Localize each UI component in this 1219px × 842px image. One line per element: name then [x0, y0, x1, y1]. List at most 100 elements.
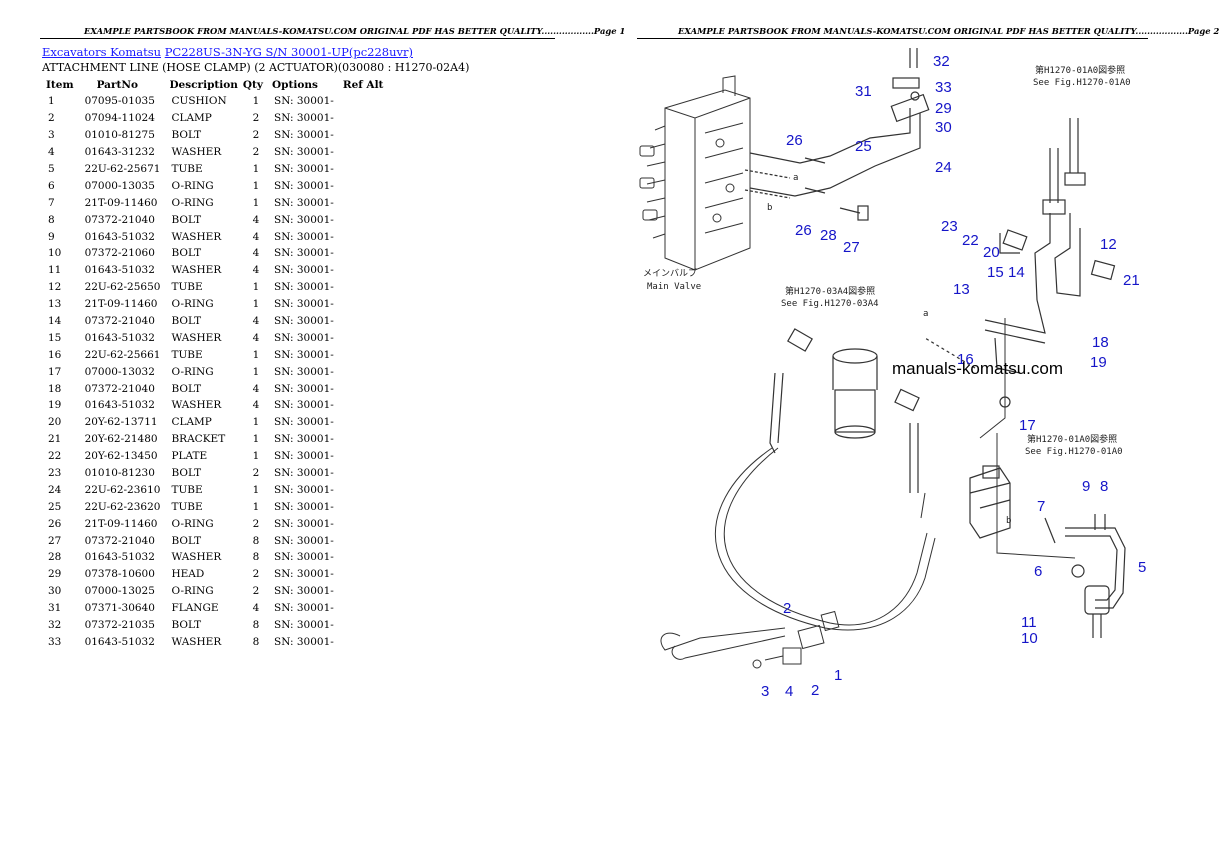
breadcrumb-link-category[interactable]: Excavators Komatsu — [42, 45, 162, 59]
cell-qty: 8 — [252, 534, 260, 547]
cell-item: 33 — [48, 635, 62, 648]
cell-item: 24 — [48, 483, 62, 496]
cell-partno: 20Y-62-21480 — [84, 433, 158, 446]
col-ref-alt: Ref Alt — [342, 79, 384, 91]
cell-item: 11 — [48, 264, 62, 277]
cell-partno: 07094-11024 — [84, 112, 155, 125]
watermark: manuals-komatsu.com — [892, 359, 1064, 378]
callout-7: 7 — [1037, 498, 1045, 515]
cell-ref-alt — [339, 515, 389, 532]
cell-qty: 1 — [252, 298, 260, 311]
cell-partno: 07372-21040 — [84, 382, 155, 395]
cell-ref-alt — [339, 566, 389, 583]
cell-partno: 01643-31232 — [84, 146, 155, 159]
cell-options: SN: 30001- — [274, 467, 334, 480]
cell-partno: 20Y-62-13711 — [84, 416, 158, 429]
cell-description: O-RING — [171, 365, 214, 378]
cell-item: 14 — [48, 315, 62, 328]
cell-options: SN: 30001- — [274, 331, 334, 344]
cell-options: SN: 30001- — [274, 247, 334, 260]
cell-qty: 1 — [252, 163, 260, 175]
cell-qty: 1 — [252, 416, 260, 429]
cell-options: SN: 30001- — [274, 163, 334, 175]
cell-options: SN: 30001- — [274, 483, 334, 496]
cell-description: BOLT — [171, 467, 202, 480]
callout-8: 8 — [1100, 478, 1108, 495]
cell-item: 6 — [48, 179, 55, 192]
callout-2a: 2 — [783, 600, 791, 617]
callout-13: 13 — [953, 281, 970, 298]
cell-description: WASHER — [171, 264, 222, 277]
cell-qty: 1 — [252, 179, 260, 192]
cell-ref-alt — [339, 617, 389, 634]
callout-32: 32 — [933, 53, 950, 70]
cell-ref-alt — [339, 211, 389, 228]
callout-15: 15 — [987, 264, 1004, 281]
cell-ref-alt — [339, 363, 389, 380]
cell-description: TUBE — [171, 483, 203, 496]
cell-description: O-RING — [171, 179, 214, 192]
cell-options: SN: 30001- — [274, 450, 334, 463]
cell-qty: 2 — [252, 112, 260, 125]
cell-partno: 21T-09-11460 — [84, 196, 158, 209]
callout-6: 6 — [1034, 563, 1042, 580]
cell-item: 2 — [48, 112, 55, 125]
callout-21: 21 — [1123, 272, 1140, 289]
letter-b-2: b — [1006, 516, 1011, 526]
callout-24: 24 — [935, 159, 952, 176]
cell-partno: 01643-51032 — [84, 230, 155, 243]
col-qty: Qty — [242, 79, 263, 91]
cell-options: SN: 30001- — [274, 517, 334, 530]
callout-20: 20 — [983, 244, 1000, 261]
cell-options: SN: 30001- — [274, 433, 334, 446]
callout-23: 23 — [941, 218, 958, 235]
cell-options: SN: 30001- — [274, 264, 334, 277]
col-description: Description — [169, 79, 238, 91]
cell-item: 19 — [48, 399, 62, 412]
cell-ref-alt — [339, 296, 389, 313]
cell-ref-alt — [339, 144, 389, 161]
cell-qty: 2 — [252, 146, 260, 159]
cell-description: BOLT — [171, 619, 202, 632]
breadcrumb-link-model[interactable]: PC228US-3N-YG S/N 30001-UP(pc228uvr) — [164, 45, 413, 59]
cell-item: 22 — [48, 450, 62, 463]
cell-item: 16 — [48, 348, 62, 361]
cell-partno: 01643-51032 — [84, 264, 155, 277]
cell-options: SN: 30001- — [274, 365, 334, 378]
cell-item: 30 — [48, 585, 62, 598]
header-rule-left — [40, 38, 555, 39]
header-rule-right — [637, 38, 1148, 39]
cell-description: O-RING — [171, 196, 214, 209]
cell-qty: 2 — [252, 129, 260, 142]
cell-description: BOLT — [171, 129, 202, 142]
callout-29: 29 — [935, 100, 952, 117]
cell-qty: 2 — [252, 585, 260, 598]
parts-table-header: Item PartNo Description Qty Options Ref … — [42, 77, 388, 93]
cell-qty: 1 — [252, 450, 260, 463]
lower-valve-assembly — [969, 396, 1126, 638]
cell-ref-alt — [339, 127, 389, 144]
cell-item: 18 — [48, 382, 62, 395]
callout-27: 27 — [843, 239, 860, 256]
cell-item: 23 — [48, 467, 62, 480]
cell-description: FLANGE — [171, 602, 219, 615]
cell-description: O-RING — [171, 298, 214, 311]
col-partno: PartNo — [96, 79, 138, 91]
cell-description: BRACKET — [171, 433, 226, 446]
ref-main-valve: Main Valve — [647, 282, 701, 292]
cell-options: SN: 30001- — [274, 213, 334, 226]
cell-partno: 22U-62-25661 — [84, 348, 161, 361]
cell-qty: 4 — [252, 382, 260, 395]
cell-qty: 8 — [252, 635, 260, 648]
cell-options: SN: 30001- — [274, 129, 334, 142]
callout-2b: 2 — [811, 682, 819, 699]
cell-description: CLAMP — [171, 416, 212, 429]
